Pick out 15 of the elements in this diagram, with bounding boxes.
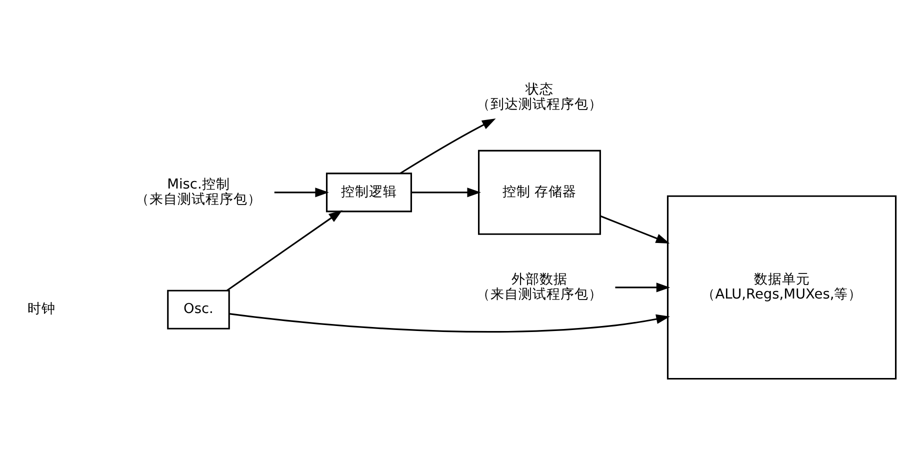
node-box: 控制逻辑 [325, 172, 412, 212]
node-box: 控制 存储器 [477, 150, 600, 235]
node-box: Osc. [166, 290, 230, 330]
arrow [614, 282, 670, 292]
arrow [399, 118, 496, 174]
node-text: 外部数据 （来自测试程序包） [476, 272, 602, 302]
label: 时钟 [27, 301, 56, 318]
node-box: 数据单元 （ALU,Regs,MUXes,等） [666, 195, 896, 380]
arrow [599, 215, 670, 244]
arrow [226, 210, 342, 292]
arrow [228, 313, 670, 333]
arrow [410, 188, 480, 198]
arrow [274, 188, 328, 198]
node-text: 状态 （到达测试程序包） [476, 82, 602, 112]
node-text: Misc.控制 （来自测试程序包） [134, 176, 261, 208]
